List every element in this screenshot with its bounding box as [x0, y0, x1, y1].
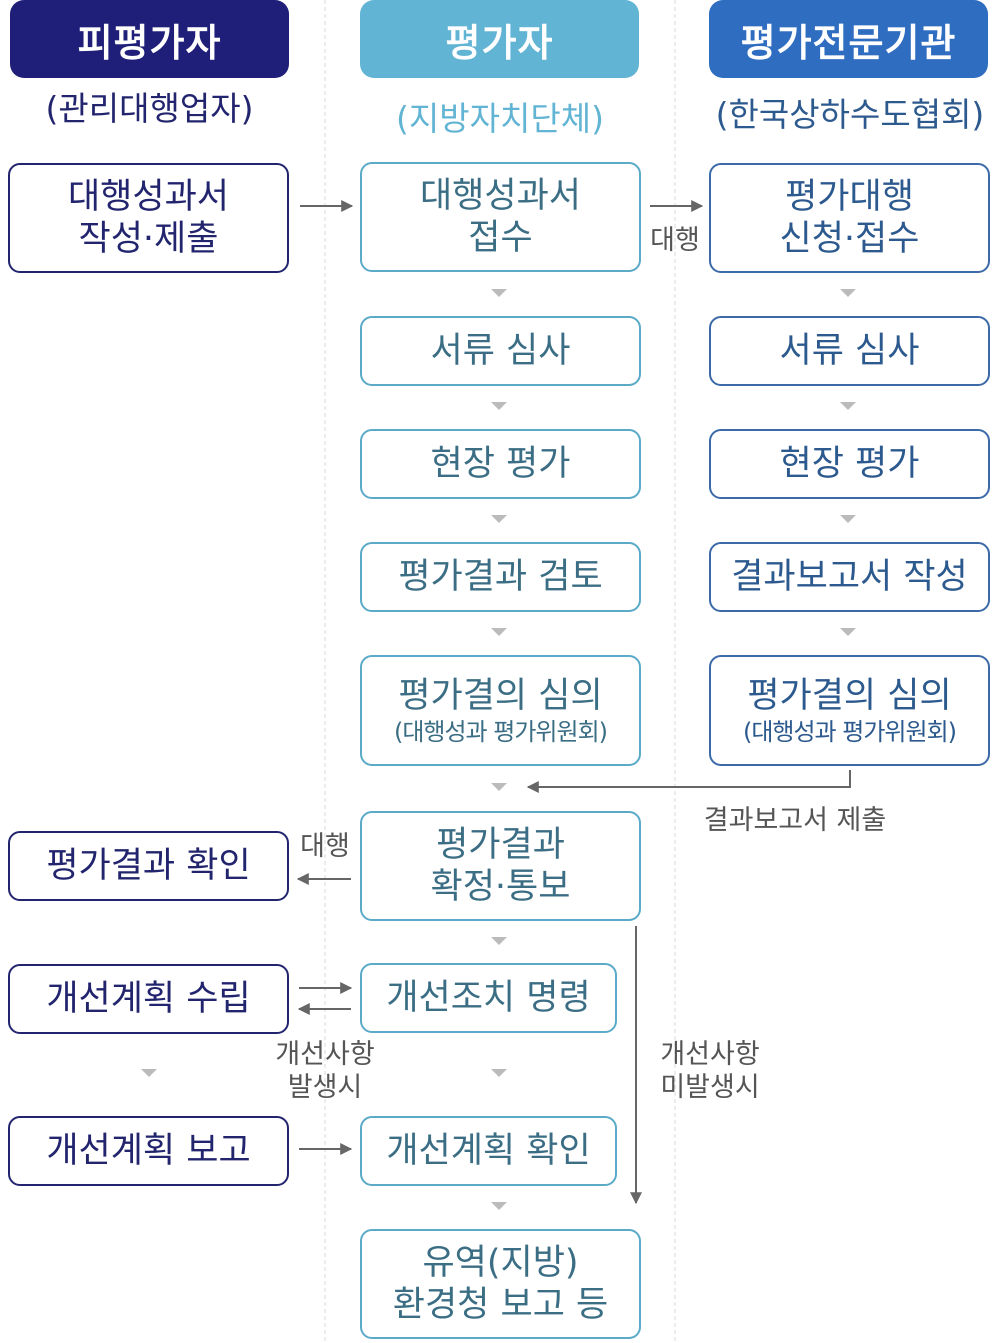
- box-line: 평가결과: [436, 825, 565, 865]
- box-line: 환경청 보고 등: [392, 1285, 609, 1325]
- box-improve-order: 개선조치 명령: [360, 963, 617, 1033]
- box-line: 평가결의 심의: [747, 675, 952, 716]
- box-finalize-notify: 평가결과 확정·통보: [360, 811, 641, 921]
- box-line: 작성·제출: [78, 219, 219, 259]
- box-deliberation-right: 평가결의 심의 (대행성과 평가위원회): [709, 655, 990, 766]
- box-result-review: 평가결과 검토: [360, 542, 641, 612]
- box-doc-review-center: 서류 심사: [360, 316, 641, 386]
- box-line: (대행성과 평가위원회): [742, 717, 957, 746]
- box-line: 현장 평가: [430, 444, 571, 484]
- box-plan-check: 개선계획 확인: [360, 1116, 617, 1186]
- box-line: 개선조치 명령: [386, 978, 591, 1018]
- box-line: 대행성과서: [419, 176, 581, 216]
- box-line: 개선계획 확인: [386, 1131, 591, 1171]
- box-line: 개선계획 보고: [46, 1131, 251, 1171]
- label-improve-yes: 개선사항 발생시: [260, 1038, 390, 1104]
- step-arrows-right: [840, 289, 856, 636]
- box-doc-review-right: 서류 심사: [709, 316, 990, 386]
- box-deliberation-center: 평가결의 심의 (대행성과 평가위원회): [360, 655, 641, 766]
- box-report-plan: 개선계획 보고: [8, 1116, 289, 1186]
- box-line: 결과보고서 작성: [731, 557, 968, 597]
- box-write-report: 결과보고서 작성: [709, 542, 990, 612]
- subtitle-expert-agency: (한국상하수도협회): [715, 95, 985, 134]
- box-receive-report: 대행성과서 접수: [360, 162, 641, 272]
- label-line: 개선사항: [275, 1039, 375, 1070]
- subtitle-evaluatee: (관리대행업자): [45, 89, 254, 128]
- label-proxy-mid: 대행: [300, 831, 350, 862]
- box-line: 평가결과 검토: [398, 557, 603, 597]
- box-line: 개선계획 수립: [46, 979, 251, 1019]
- box-line: 평가결과 확인: [46, 846, 251, 886]
- box-line: 접수: [468, 218, 533, 258]
- header-expert-agency: 평가전문기관: [709, 0, 988, 78]
- box-line: 서류 심사: [779, 331, 920, 371]
- box-line: 평가대행: [785, 177, 914, 217]
- subtitle-evaluator: (지방자치단체): [396, 99, 604, 138]
- box-line: 서류 심사: [430, 331, 571, 371]
- label-report-submit: 결과보고서 제출: [703, 805, 887, 836]
- label-line: 개선사항: [660, 1039, 760, 1070]
- box-line: 현장 평가: [779, 444, 920, 484]
- box-confirm-result: 평가결과 확인: [8, 831, 289, 901]
- box-line: 유역(지방): [422, 1243, 579, 1283]
- box-line: 신청·접수: [779, 219, 920, 259]
- box-line: 확정·통보: [430, 867, 571, 907]
- box-field-eval-right: 현장 평가: [709, 429, 990, 499]
- box-field-eval-center: 현장 평가: [360, 429, 641, 499]
- box-make-plan: 개선계획 수립: [8, 964, 289, 1034]
- header-evaluator: 평가자: [360, 0, 639, 78]
- box-submit-report: 대행성과서 작성·제출: [8, 163, 289, 273]
- label-proxy-top: 대행: [650, 225, 700, 256]
- step-arrows-center: [491, 289, 507, 1210]
- box-line: (대행성과 평가위원회): [393, 717, 608, 746]
- label-improve-no: 개선사항 미발생시: [645, 1038, 775, 1104]
- box-apply-receive: 평가대행 신청·접수: [709, 163, 990, 273]
- header-evaluatee: 피평가자: [10, 0, 289, 78]
- box-line: 평가결의 심의: [398, 675, 603, 716]
- step-arrow-left: [141, 1069, 157, 1077]
- box-line: 대행성과서: [67, 177, 229, 217]
- arrow-report-submit: [526, 770, 851, 793]
- label-line: 발생시: [287, 1072, 363, 1103]
- box-final-report: 유역(지방) 환경청 보고 등: [360, 1229, 641, 1339]
- label-line: 미발생시: [660, 1072, 760, 1103]
